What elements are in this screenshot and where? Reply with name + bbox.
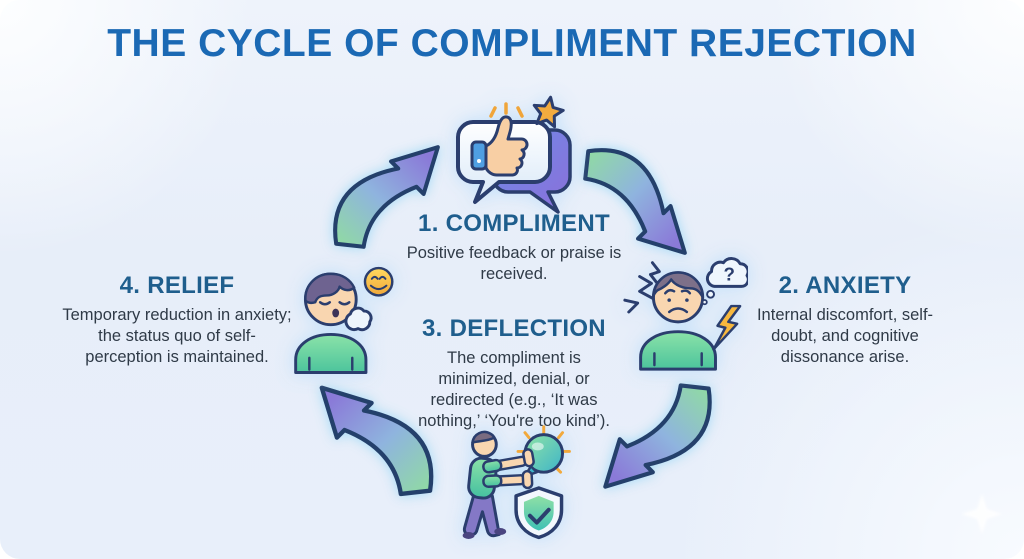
stage-compliment: 1. COMPLIMENT Positive feedback or prais… (349, 210, 679, 285)
thumbs-up-speech-bubbles-icon (456, 95, 572, 214)
stage-anxiety: 2. ANXIETY Internal discomfort, self-dou… (715, 272, 975, 368)
stage-heading: 3. DEFLECTION (422, 315, 606, 342)
cycle-arrow-bottom-left (319, 385, 434, 497)
stage-heading: 1. COMPLIMENT (418, 210, 610, 237)
cycle-arrow-top-left (333, 145, 440, 249)
svg-text:?: ? (724, 263, 735, 284)
cycle-arrow-bottom-right (603, 383, 712, 489)
cycle-arrow-top-right (583, 148, 687, 255)
stage-heading: 4. RELIEF (119, 272, 235, 299)
stage-description: Internal discomfort, self-doubt, and cog… (756, 306, 934, 367)
stage-relief: 4. RELIEF Temporary reduction in anxiety… (37, 272, 317, 368)
stage-deflection: 3. DEFLECTION The compliment is minimize… (349, 315, 679, 432)
stage-heading: 2. ANXIETY (778, 272, 912, 299)
stage-description: Temporary reduction in anxiety; the stat… (62, 306, 292, 367)
stage-description: The compliment is minimized, denial, or … (418, 349, 610, 431)
worried-person-stress-icon: ? (623, 257, 748, 371)
stage-description: Positive feedback or praise is received. (406, 244, 622, 284)
four-point-sparkle-icon (962, 494, 1002, 534)
page-title: THE CYCLE OF COMPLIMENT REJECTION (107, 22, 917, 65)
person-pushing-away-orb-shield-icon (462, 425, 571, 540)
sighing-person-relief-icon (294, 266, 394, 374)
